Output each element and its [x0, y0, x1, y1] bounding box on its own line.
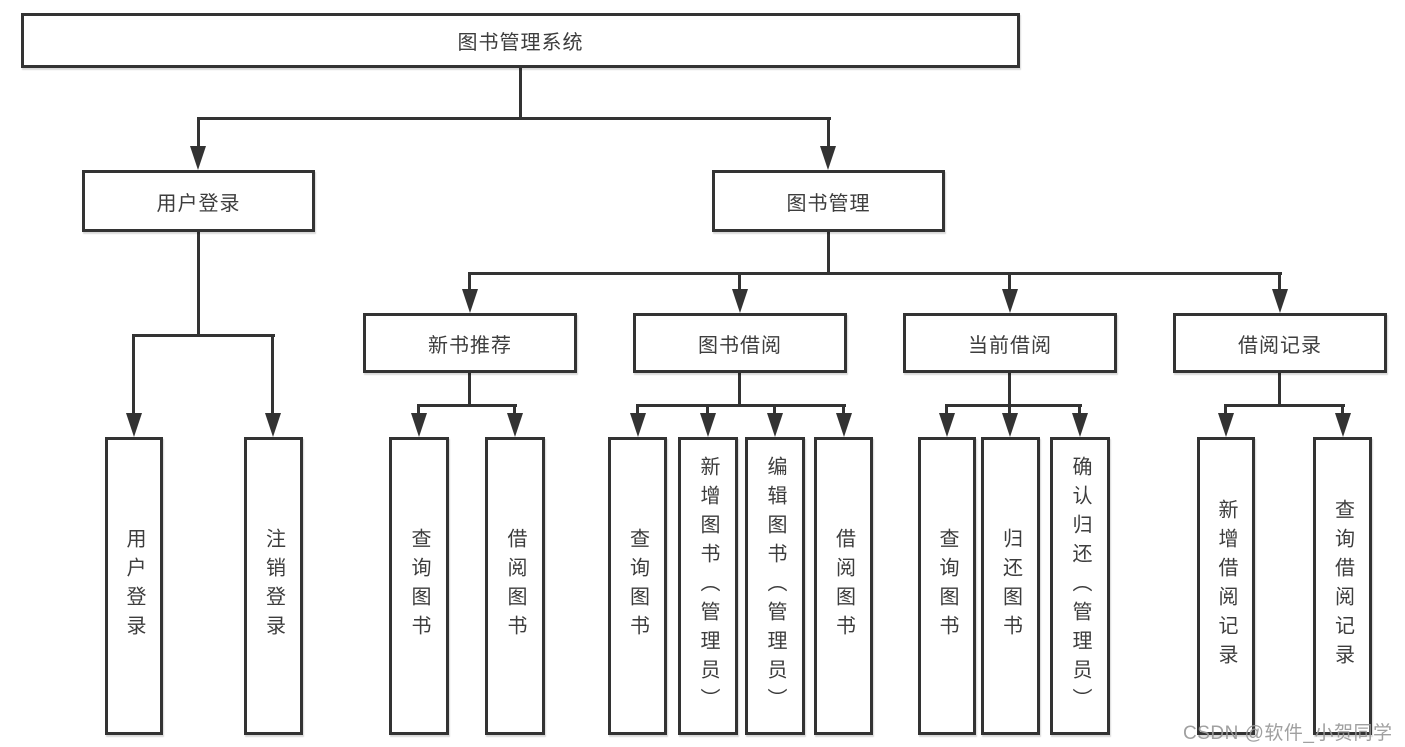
- leaf-query-borrow-record: 查询借阅记录: [1313, 437, 1372, 735]
- leaf-return-book-label: 归还图书: [999, 528, 1022, 644]
- arrowhead-borrow-3: [767, 413, 783, 437]
- connector-drop-borrow-2: [706, 404, 709, 415]
- arrowhead-login-2: [265, 413, 281, 437]
- node-current-borrow-label: 当前借阅: [968, 334, 1052, 357]
- leaf-add-borrow-record-label: 新增借阅记录: [1215, 499, 1237, 673]
- arrowhead-records-2: [1335, 413, 1351, 437]
- node-borrow-records: 借阅记录: [1173, 313, 1387, 373]
- connector-root-cross: [197, 117, 831, 120]
- leaf-user-login-label: 用户登录: [123, 528, 145, 644]
- connector-recommend-stem: [468, 372, 471, 407]
- node-root: 图书管理系统: [21, 13, 1020, 68]
- node-new-book-recommend-label: 新书推荐: [428, 334, 512, 357]
- connector-drop-current-2: [1008, 404, 1011, 415]
- leaf-recommend-query-books-label: 查询图书: [408, 528, 430, 644]
- node-root-label: 图书管理系统: [457, 32, 584, 54]
- leaf-current-query-books: 查询图书: [918, 437, 976, 735]
- connector-drop-current-borrow: [1008, 272, 1011, 291]
- arrowhead-borrow-4: [836, 413, 852, 437]
- watermark: CSDN @软件_小贺同学: [1183, 723, 1393, 744]
- node-user-login-label: 用户登录: [156, 192, 241, 215]
- arrowhead-borrow-2: [700, 413, 716, 437]
- node-book-management-label: 图书管理: [786, 192, 871, 215]
- connector-drop-current-3: [1078, 404, 1081, 415]
- connector-level3-cross: [468, 272, 1282, 275]
- connector-records-stem: [1278, 372, 1281, 407]
- leaf-edit-book-admin: 编辑图书（管理员）: [745, 437, 805, 735]
- connector-borrow-cross: [636, 404, 846, 407]
- connector-current-cross: [945, 404, 1082, 407]
- node-new-book-recommend: 新书推荐: [363, 313, 577, 373]
- leaf-confirm-return-admin-label: 确认归还（管理员）: [1069, 455, 1091, 717]
- connector-borrow-stem: [738, 372, 741, 407]
- connector-drop-login-2: [271, 334, 274, 415]
- leaf-borrow-query-books: 查询图书: [608, 437, 667, 735]
- arrowhead-recommend-2: [507, 413, 523, 437]
- arrowhead-book-borrow: [732, 289, 748, 313]
- leaf-borrow-borrow-books-label: 借阅图书: [832, 528, 855, 644]
- connector-drop-borrow-4: [842, 404, 845, 415]
- arrowhead-book-management: [820, 146, 836, 170]
- leaf-edit-book-admin-label: 编辑图书（管理员）: [764, 455, 786, 717]
- connector-drop-book-management: [827, 117, 830, 148]
- arrowhead-current-1: [939, 413, 955, 437]
- leaf-borrow-borrow-books: 借阅图书: [814, 437, 873, 735]
- arrowhead-borrow-records: [1272, 289, 1288, 313]
- leaf-user-login: 用户登录: [105, 437, 163, 735]
- node-book-borrow: 图书借阅: [633, 313, 847, 373]
- node-book-borrow-label: 图书借阅: [698, 334, 782, 357]
- connector-records-cross: [1224, 404, 1345, 407]
- leaf-confirm-return-admin: 确认归还（管理员）: [1050, 437, 1110, 735]
- connector-login-cross: [132, 334, 275, 337]
- leaf-logout: 注销登录: [244, 437, 303, 735]
- node-book-management: 图书管理: [712, 170, 945, 232]
- leaf-add-book-admin: 新增图书（管理员）: [678, 437, 738, 735]
- connector-drop-borrow-records: [1278, 272, 1281, 291]
- arrowhead-login-1: [126, 413, 142, 437]
- connector-drop-book-borrow: [738, 272, 741, 291]
- connector-drop-recommend-2: [513, 404, 516, 415]
- connector-root-stem: [519, 67, 522, 119]
- leaf-recommend-borrow-books-label: 借阅图书: [504, 528, 526, 644]
- arrowhead-current-3: [1072, 413, 1088, 437]
- leaf-logout-label: 注销登录: [262, 528, 285, 644]
- leaf-current-query-books-label: 查询图书: [936, 528, 958, 644]
- connector-drop-login-1: [132, 334, 135, 415]
- arrowhead-recommend-1: [411, 413, 427, 437]
- node-current-borrow: 当前借阅: [903, 313, 1117, 373]
- node-borrow-records-label: 借阅记录: [1238, 334, 1322, 357]
- leaf-add-borrow-record: 新增借阅记录: [1197, 437, 1255, 735]
- connector-drop-new-book: [468, 272, 471, 291]
- connector-book-management-stem: [827, 231, 830, 274]
- leaf-borrow-query-books-label: 查询图书: [626, 528, 649, 644]
- leaf-return-book: 归还图书: [981, 437, 1040, 735]
- arrowhead-records-1: [1218, 413, 1234, 437]
- arrowhead-borrow-1: [630, 413, 646, 437]
- connector-drop-recommend-1: [417, 404, 420, 415]
- arrowhead-current-2: [1002, 413, 1018, 437]
- connector-drop-current-1: [945, 404, 948, 415]
- connector-login-stem: [197, 231, 200, 337]
- node-user-login: 用户登录: [82, 170, 315, 232]
- connector-drop-borrow-1: [636, 404, 639, 415]
- leaf-recommend-query-books: 查询图书: [389, 437, 449, 735]
- connector-drop-records-1: [1224, 404, 1227, 415]
- connector-drop-user-login: [197, 117, 200, 148]
- leaf-add-book-admin-label: 新增图书（管理员）: [697, 455, 719, 717]
- connector-current-stem: [1008, 372, 1011, 407]
- leaf-query-borrow-record-label: 查询借阅记录: [1331, 499, 1354, 673]
- arrowhead-current-borrow: [1002, 289, 1018, 313]
- connector-recommend-cross: [417, 404, 517, 407]
- leaf-recommend-borrow-books: 借阅图书: [485, 437, 545, 735]
- connector-drop-records-2: [1341, 404, 1344, 415]
- arrowhead-user-login: [190, 146, 206, 170]
- arrowhead-new-book: [462, 289, 478, 313]
- connector-drop-borrow-3: [773, 404, 776, 415]
